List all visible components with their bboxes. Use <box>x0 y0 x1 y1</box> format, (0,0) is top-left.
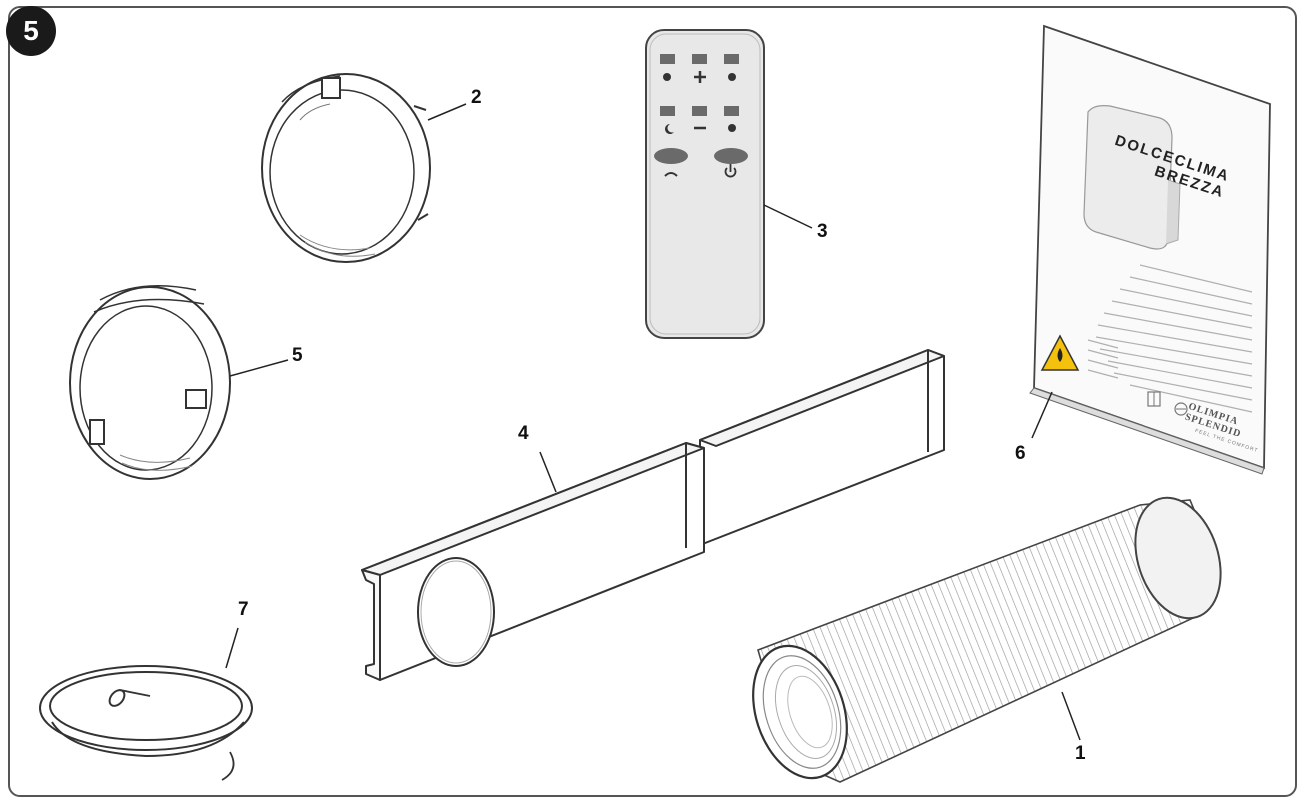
swing-icon <box>664 172 678 177</box>
callout-1: 1 <box>1075 743 1086 764</box>
drain-tube-7 <box>39 665 253 781</box>
flammable-warning-icon <box>1040 334 1080 371</box>
leader-line-1 <box>1061 691 1081 741</box>
leader-line-2 <box>427 103 467 121</box>
sleep-icon <box>665 124 674 135</box>
callout-6: 6 <box>1015 443 1026 464</box>
figure-frame <box>8 6 1297 797</box>
olimpia-logo-icon <box>1174 402 1188 416</box>
timer-icon <box>728 73 736 81</box>
fan-icon <box>663 73 671 81</box>
leader-line-4 <box>539 451 557 493</box>
remote-control-3 <box>645 29 765 339</box>
figure-number-badge: 5 <box>6 6 56 56</box>
leader-line-5 <box>229 359 289 377</box>
mode-icon <box>728 124 736 132</box>
callout-4: 4 <box>518 423 529 444</box>
callout-2: 2 <box>471 87 482 108</box>
callout-7: 7 <box>238 599 249 620</box>
power-icon <box>724 164 737 178</box>
leader-line-7 <box>225 627 239 669</box>
instruction-manual-6 <box>1029 24 1271 475</box>
plus-icon <box>694 71 706 83</box>
ring-connector-2 <box>261 73 431 263</box>
leader-line-3 <box>763 204 813 229</box>
book-icon <box>1147 391 1161 407</box>
callout-5: 5 <box>292 345 303 366</box>
exhaust-hose-1 <box>752 496 1222 783</box>
window-panel-4 <box>361 349 945 681</box>
leader-line-6 <box>1031 391 1053 439</box>
callout-3: 3 <box>817 221 828 242</box>
ring-connector-5 <box>69 285 231 480</box>
